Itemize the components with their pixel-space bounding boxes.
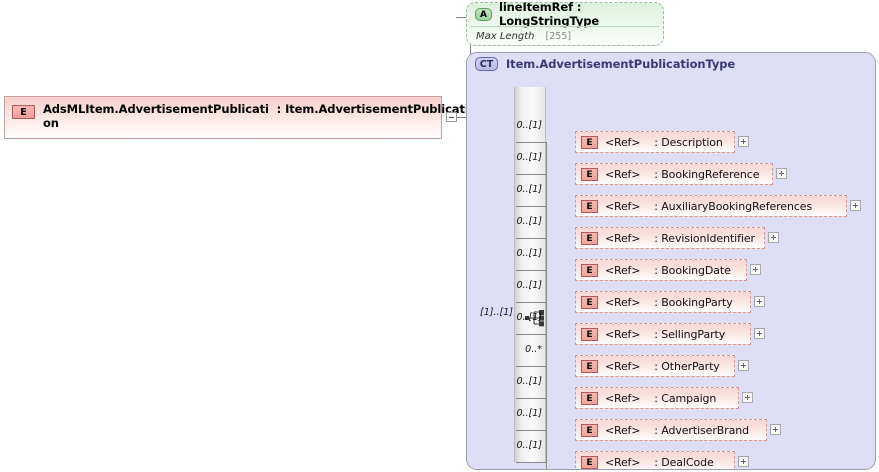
element-ref-label: <Ref> [605, 359, 641, 373]
element-icon: E [581, 135, 598, 149]
plus-box-icon[interactable] [738, 456, 749, 467]
root-element-label: AdsMLItem.AdvertisementPublicati : Item.… [43, 102, 515, 130]
plus-box-icon[interactable] [738, 136, 749, 147]
cardinality-label: 0..[1] [516, 280, 542, 291]
plus-box-icon[interactable] [738, 360, 749, 371]
plus-box-icon[interactable] [776, 168, 787, 179]
element-ref-box[interactable]: E <Ref> : DealCode [575, 451, 735, 469]
element-name-label: : RevisionIdentifier [654, 231, 755, 245]
element-ref-label: <Ref> [605, 231, 641, 245]
divider [471, 26, 659, 27]
element-ref-box[interactable]: E <Ref> : BookingDate [575, 259, 747, 281]
element-name-label: : Description [654, 135, 723, 149]
facet-name: Max Length [476, 31, 535, 42]
element-ref-box[interactable]: E <Ref> : RevisionIdentifier [575, 227, 765, 249]
element-name-label: : AdvertiserBrand [654, 423, 750, 437]
cardinality-label: 0..[1] [516, 120, 542, 131]
cardinality-label: 0..[1] [516, 152, 542, 163]
connector-line [516, 238, 546, 239]
element-name-label: : BookingParty [654, 295, 733, 309]
complextype-container: CT Item.AdvertisementPublicationType [1]… [466, 52, 876, 470]
element-icon: E [581, 231, 598, 245]
plus-box-icon[interactable] [850, 200, 861, 211]
root-element-box[interactable]: E AdsMLItem.AdvertisementPublicati : Ite… [4, 96, 514, 139]
element-ref-label: <Ref> [605, 327, 641, 341]
attribute-header: A lineItemRef : LongStringType [467, 0, 663, 28]
element-ref-box[interactable]: E <Ref> : AdvertiserBrand [575, 419, 767, 441]
element-icon: E [581, 199, 598, 213]
element-ref-label: <Ref> [605, 167, 641, 181]
element-ref-label: <Ref> [605, 199, 641, 213]
connector-line [516, 206, 546, 207]
element-icon: E [581, 423, 598, 437]
connector-root-to-attribute [457, 117, 471, 118]
element-icon: E [581, 327, 598, 341]
connector-line [516, 334, 546, 335]
connector-line [516, 142, 546, 143]
element-expand-icon: E [12, 105, 35, 119]
element-name-label: : BookingReference [654, 167, 760, 181]
connector-line [516, 174, 546, 175]
complextype-icon: CT [475, 57, 498, 71]
attribute-icon: A [475, 7, 492, 21]
element-icon: E [581, 391, 598, 405]
plus-box-icon[interactable] [750, 264, 761, 275]
cardinality-label: 0..[1] [516, 216, 542, 227]
plus-box-icon[interactable] [742, 392, 753, 403]
connector-line [516, 270, 546, 271]
connector-to-attribute-box [456, 17, 468, 18]
element-ref-label: <Ref> [605, 263, 641, 277]
plus-box-icon[interactable] [754, 328, 765, 339]
element-ref-box[interactable]: E <Ref> : AuxiliaryBookingReferences [575, 195, 847, 217]
element-ref-label: <Ref> [605, 295, 641, 309]
compositor-cardinality: [1]..[1] [480, 307, 513, 318]
complextype-label: Item.AdvertisementPublicationType [506, 57, 736, 71]
element-icon: E [581, 167, 598, 181]
element-ref-box[interactable]: E <Ref> : Campaign [575, 387, 739, 409]
cardinality-label: 0..[1] [516, 184, 542, 195]
plus-box-icon[interactable] [768, 232, 779, 243]
element-icon: E [581, 359, 598, 373]
cardinality-label: 0..[1] [516, 248, 542, 259]
connector-line [516, 302, 546, 303]
plus-box-icon[interactable] [770, 424, 781, 435]
cardinality-label: 0..[1] [516, 408, 542, 419]
element-name-label: : OtherParty [654, 359, 720, 373]
minus-box-icon[interactable] [446, 112, 457, 122]
attribute-box-lineitemref[interactable]: A lineItemRef : LongStringType Max Lengt… [466, 0, 664, 46]
attribute-label: lineItemRef : LongStringType [499, 0, 600, 28]
element-icon: E [581, 263, 598, 277]
cardinality-label: 0..* [525, 344, 542, 355]
element-name-label: : BookingDate [654, 263, 731, 277]
element-ref-label: <Ref> [605, 455, 641, 469]
compositor-band [514, 87, 546, 462]
element-ref-box[interactable]: E <Ref> : BookingParty [575, 291, 751, 313]
element-ref-box[interactable]: E <Ref> : BookingReference [575, 163, 773, 185]
connector-line [516, 430, 546, 431]
element-icon: E [581, 295, 598, 309]
element-ref-box[interactable]: E <Ref> : SellingParty [575, 323, 751, 345]
complextype-header: CT Item.AdvertisementPublicationType [467, 53, 875, 75]
connector-trunk [546, 142, 547, 469]
element-ref-box[interactable]: E <Ref> : OtherParty [575, 355, 735, 377]
plus-box-icon[interactable] [754, 296, 765, 307]
element-ref-label: <Ref> [605, 423, 641, 437]
attribute-facet: Max Length [255] [476, 29, 659, 44]
cardinality-label: 0..[1] [516, 312, 542, 323]
element-name-label: : DealCode [654, 455, 714, 469]
element-name-label: : SellingParty [654, 327, 726, 341]
element-ref-box[interactable]: E <Ref> : Description [575, 131, 735, 153]
facet-value: [255] [545, 31, 572, 42]
sequence-icon[interactable] [525, 309, 545, 327]
connector-line [516, 462, 546, 463]
element-name-label: : AuxiliaryBookingReferences [654, 199, 813, 213]
cardinality-label: 0..[1] [516, 440, 542, 451]
element-ref-label: <Ref> [605, 391, 641, 405]
connector-line [516, 366, 546, 367]
element-ref-label: <Ref> [605, 135, 641, 149]
element-icon: E [581, 455, 598, 469]
cardinality-label: 0..[1] [516, 376, 542, 387]
element-name-label: : Campaign [654, 391, 717, 405]
connector-line [516, 398, 546, 399]
